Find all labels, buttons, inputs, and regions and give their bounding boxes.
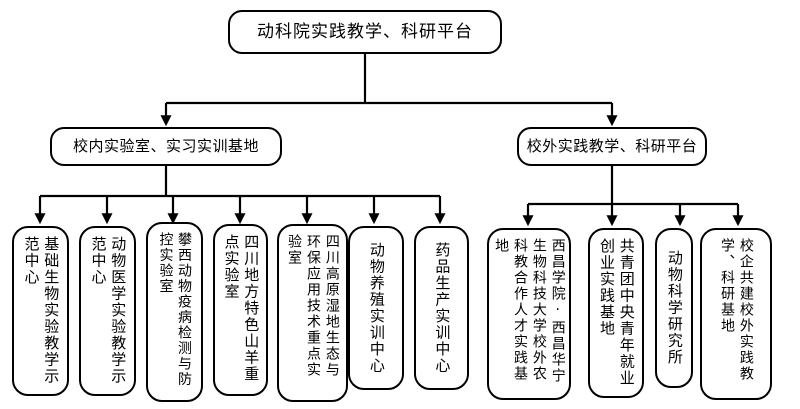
leaf-node-10[interactable]: 动物科学研究所 <box>655 228 693 388</box>
leaf-node-2-label: 动物医学实验教学示范中心 <box>89 236 128 385</box>
leaf-node-6-label: 动物养殖实训中心 <box>367 242 386 374</box>
leaf-node-8-label: 西昌学院·西昌华宁生物科技大学校外农科教合作人才实践基地 <box>493 238 566 384</box>
root-node[interactable]: 动科院实践教学、科研平台 <box>228 10 502 54</box>
leaf-node-1-label: 基础生物实验教学示范中心 <box>22 236 61 385</box>
leaf-node-10-label: 动物科学研究所 <box>665 250 684 366</box>
leaf-node-7[interactable]: 药品生产实训中心 <box>414 226 469 390</box>
leaf-node-2[interactable]: 动物医学实验教学示范中心 <box>79 226 136 396</box>
branch-node-external-label: 校外实践教学、科研平台 <box>526 137 698 156</box>
leaf-node-11-label: 校企共建校外实践教学、科研基地 <box>719 238 754 382</box>
leaf-node-3[interactable]: 攀西动物疫病检测与防控实验室 <box>146 222 203 402</box>
leaf-node-5-label: 四川高原湿地生态与环保应用技术重点实验室 <box>286 234 340 378</box>
root-node-label: 动科院实践教学、科研平台 <box>257 21 473 42</box>
leaf-node-9-label: 共青团中央青年就业创业实践基地 <box>598 238 636 387</box>
leaf-node-4[interactable]: 四川地方特色山羊重点实验室 <box>213 224 268 396</box>
branch-node-external[interactable]: 校外实践教学、科研平台 <box>517 127 707 166</box>
leaf-node-7-label: 药品生产实训中心 <box>433 242 452 374</box>
branch-node-internal[interactable]: 校内实验室、实习实训基地 <box>50 127 282 166</box>
branch-node-internal-label: 校内实验室、实习实训基地 <box>72 137 259 156</box>
leaf-node-1[interactable]: 基础生物实验教学示范中心 <box>12 226 69 396</box>
leaf-node-3-label: 攀西动物疫病检测与防控实验室 <box>157 232 192 387</box>
leaf-node-9[interactable]: 共青团中央青年就业创业实践基地 <box>588 228 644 398</box>
leaf-node-5[interactable]: 四川高原湿地生态与环保应用技术重点实验室 <box>277 224 348 402</box>
leaf-node-4-label: 四川地方特色山羊重点实验室 <box>222 234 261 383</box>
leaf-node-6[interactable]: 动物养殖实训中心 <box>348 226 404 390</box>
leaf-node-11[interactable]: 校企共建校外实践教学、科研基地 <box>700 228 772 400</box>
leaf-node-8[interactable]: 西昌学院·西昌华宁生物科技大学校外农科教合作人才实践基地 <box>487 228 571 400</box>
